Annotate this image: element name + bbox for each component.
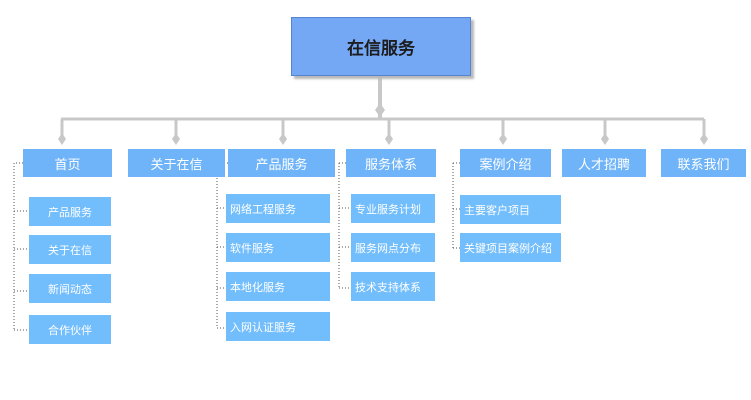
node-home-products[interactable]: 产品服务 <box>29 197 111 226</box>
branch-drops <box>60 119 706 137</box>
node-products-certification[interactable]: 入网认证服务 <box>226 312 330 341</box>
node-jobs[interactable]: 人才招聘 <box>562 149 646 177</box>
node-products-software[interactable]: 软件服务 <box>226 233 330 262</box>
node-about[interactable]: 关于在信 <box>128 149 225 177</box>
node-products[interactable]: 产品服务 <box>228 149 335 177</box>
node-contact[interactable]: 联系我们 <box>661 149 746 177</box>
node-products-localization[interactable]: 本地化服务 <box>226 272 330 301</box>
node-home-partners[interactable]: 合作伙伴 <box>29 315 111 344</box>
root-node[interactable]: 在信服务 <box>291 17 471 76</box>
node-cases-clients[interactable]: 主要客户项目 <box>460 195 561 224</box>
node-home-news[interactable]: 新闻动态 <box>29 274 111 303</box>
node-cases[interactable]: 案例介绍 <box>460 149 551 177</box>
branch-diamonds <box>58 133 708 145</box>
node-cases-projects[interactable]: 关键项目案例介绍 <box>460 233 561 262</box>
node-service[interactable]: 服务体系 <box>346 149 436 177</box>
node-home-about[interactable]: 关于在信 <box>29 235 111 264</box>
root-diamond <box>375 103 385 117</box>
node-service-network[interactable]: 服务网点分布 <box>351 233 435 262</box>
node-products-network[interactable]: 网络工程服务 <box>226 194 330 223</box>
node-service-plan[interactable]: 专业服务计划 <box>351 194 435 223</box>
node-service-support[interactable]: 技术支持体系 <box>351 272 435 301</box>
node-home[interactable]: 首页 <box>23 149 112 177</box>
